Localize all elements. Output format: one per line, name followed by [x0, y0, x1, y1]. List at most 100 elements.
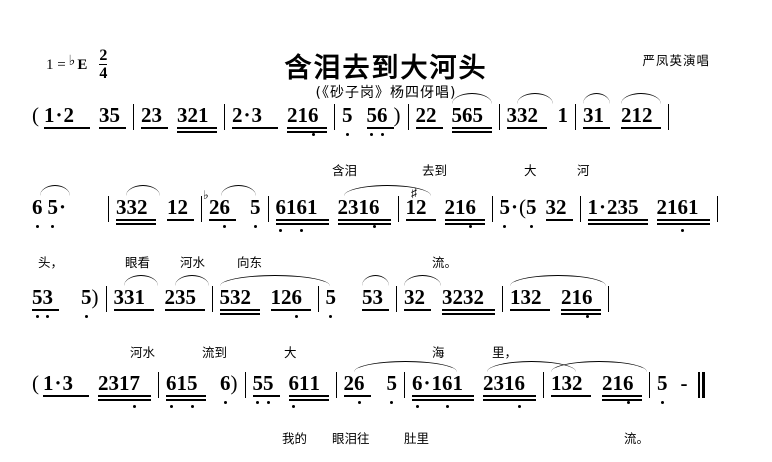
- note: 3: [348, 195, 359, 219]
- note: 2♯: [411, 186, 427, 219]
- note: 1: [119, 371, 130, 395]
- note-group: 331: [113, 275, 158, 311]
- note: 1: [43, 371, 54, 395]
- note-group: 615: [166, 371, 206, 408]
- staff-line-4: ( 1·3 2317 615 6 ) 55 611 26 5: [32, 361, 744, 458]
- notation-row: ( 1·2 35 23 321 2·3 216 5 56 ): [32, 93, 744, 150]
- note-group: 212: [621, 93, 661, 129]
- note-group: 132: [551, 361, 647, 397]
- note: 1: [134, 285, 146, 309]
- note: 1: [270, 285, 282, 309]
- note: 1: [286, 195, 297, 219]
- note: 1: [405, 195, 417, 219]
- note: 3: [62, 371, 74, 395]
- final-barline: [697, 372, 705, 398]
- note: 3: [251, 103, 263, 127]
- note: 2: [415, 103, 427, 127]
- note: 1: [198, 103, 209, 127]
- note: 3: [124, 285, 135, 309]
- note: 5: [250, 195, 261, 228]
- note-group: 3232: [442, 285, 495, 315]
- barline: [404, 372, 405, 398]
- note-group: 22: [415, 103, 443, 129]
- note: 2: [473, 285, 485, 309]
- note: 2: [607, 195, 618, 219]
- augmentation-dot: ·: [54, 371, 62, 395]
- staff-line-3: 53 5 ) 331 235 532 126 5 53: [32, 275, 744, 372]
- note: 5: [386, 371, 397, 404]
- note: 2: [452, 285, 464, 309]
- note-group: 332: [506, 93, 553, 129]
- barline: [498, 104, 500, 130]
- note: 2: [572, 371, 583, 395]
- note: 6: [275, 195, 286, 232]
- note: 2: [137, 195, 148, 219]
- lyric: 流。: [432, 255, 458, 270]
- note: 3: [113, 285, 125, 309]
- barline: [133, 104, 134, 130]
- note: 6: [219, 195, 230, 228]
- augmentation-dot: ·: [243, 103, 251, 127]
- note: 2: [343, 371, 355, 395]
- note-group: 2317: [98, 371, 151, 408]
- barline: [224, 104, 225, 130]
- note: 5: [526, 195, 537, 228]
- note-group: 31: [583, 93, 610, 129]
- note: 5: [263, 371, 274, 404]
- note: 1: [551, 371, 562, 395]
- note: 2: [337, 195, 349, 219]
- note: 2: [621, 103, 632, 127]
- barline: [211, 286, 213, 312]
- note: 3: [99, 103, 110, 127]
- time-denominator: 4: [99, 64, 108, 82]
- note-group: 12♯: [405, 186, 436, 221]
- augmentation-dot: ·: [55, 103, 63, 127]
- note: 1: [167, 195, 178, 219]
- note: 2: [642, 103, 653, 127]
- note: 1: [688, 195, 699, 219]
- note: 5: [342, 103, 353, 136]
- note: 1: [631, 103, 643, 127]
- note-group: 216: [561, 286, 601, 318]
- barline: [396, 286, 397, 312]
- note-group: 216: [444, 196, 485, 228]
- note-group: 565: [451, 93, 492, 133]
- note: 3: [561, 371, 573, 395]
- lyric: 流。: [624, 431, 650, 446]
- lyric: 河水: [180, 255, 206, 270]
- key-label: 1 =: [46, 56, 66, 73]
- note: 1: [44, 103, 55, 127]
- open-paren: (: [32, 371, 39, 395]
- note-group: 32: [404, 275, 441, 311]
- note-group: 6·161: [412, 372, 474, 408]
- note: 3: [463, 285, 474, 309]
- note: 2: [426, 103, 437, 127]
- note: 2: [187, 103, 199, 127]
- augmentation-dot: ·: [511, 195, 519, 219]
- lyric: 河: [577, 163, 590, 178]
- note: 1: [176, 371, 188, 395]
- note: 2: [602, 371, 613, 395]
- note-group: 12: [167, 195, 194, 221]
- note: 1: [667, 195, 678, 219]
- barline: [397, 196, 399, 222]
- note-group: 1·2: [44, 103, 90, 129]
- note-group: 1·3: [43, 371, 89, 397]
- note-group: 6161: [275, 195, 329, 232]
- note: 1: [587, 195, 599, 219]
- lyric: 眼看: [125, 255, 151, 270]
- note: 6: [354, 371, 365, 404]
- note: 1: [504, 371, 515, 395]
- note: 5: [472, 103, 484, 127]
- note: 2: [240, 285, 252, 309]
- note: 3: [151, 103, 163, 127]
- note: 1: [358, 195, 370, 219]
- note: 2: [281, 285, 292, 309]
- lyric: 大: [284, 345, 297, 360]
- flat-icon: ♭: [68, 53, 76, 69]
- note: 1: [612, 371, 624, 395]
- lyric: 眼泪往: [332, 431, 370, 446]
- note: 5: [362, 285, 373, 309]
- note: 3: [506, 103, 518, 127]
